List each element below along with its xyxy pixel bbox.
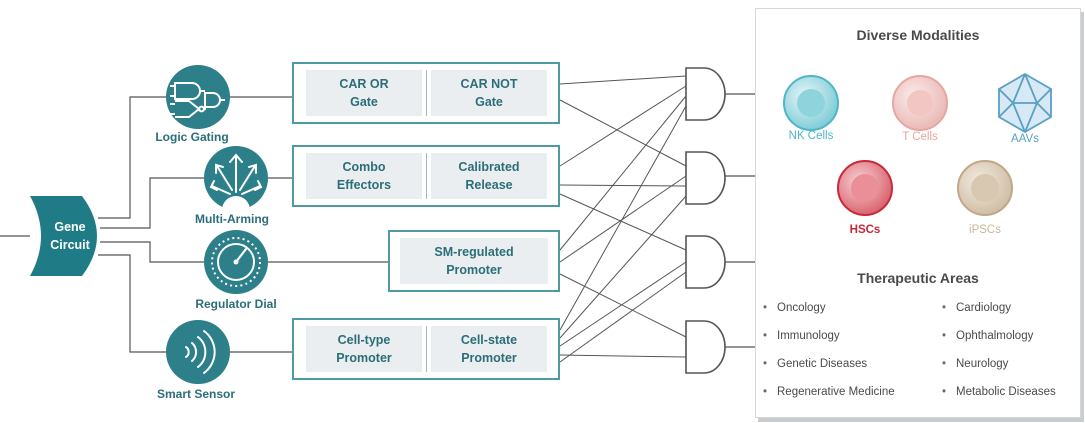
box-divider [426,70,427,116]
area-label: Oncology [777,302,826,314]
modalities-heading: Diverse Modalities [856,27,980,43]
cell-state-promoter: Cell-state Promoter [431,326,547,372]
area-item: •Genetic Diseases [763,358,868,370]
area-label: Immunology [777,330,840,342]
gene-circuit-label-line1: Gene [54,220,86,234]
t-cells-label: T Cells [902,131,938,143]
gene-circuit-label-line2: Circuit [50,237,90,252]
area-label: Neurology [956,358,1009,370]
box-divider [426,153,427,199]
ipscs-label: iPSCs [969,224,1001,236]
hsc-icon [837,160,893,216]
aavs-label: AAVs [1011,133,1039,145]
and-gate-icon [685,320,726,374]
area-item: •Metabolic Diseases [942,386,1056,398]
and-gate-icon [685,67,726,121]
multi-arming-label: Multi-Arming [195,212,269,226]
t-cell-icon [892,75,948,131]
combo-effectors: Combo Effectors [306,153,422,199]
gene-circuit-shape [30,196,97,276]
area-label: Genetic Diseases [777,358,868,370]
area-item: •Immunology [763,330,840,342]
area-label: Regenerative Medicine [777,386,895,398]
area-label: Ophthalmology [956,330,1034,342]
car-or-gate: CAR OR Gate [306,70,422,116]
smart-sensor-label: Smart Sensor [156,387,236,401]
hscs-label: HSCs [849,224,881,236]
area-item: •Regenerative Medicine [763,386,895,398]
and-gate-icon [685,151,726,205]
aav-icon [998,72,1052,134]
box-divider [426,326,427,372]
area-item: •Cardiology [942,302,1011,314]
modalities-graphic [783,72,1052,216]
area-item: •Neurology [942,358,1009,370]
logic-gates-icon [166,65,230,129]
nk-cells-label: NK Cells [788,130,834,142]
area-label: Cardiology [956,302,1011,314]
regulator-dial-label: Regulator Dial [195,297,277,311]
area-label: Metabolic Diseases [956,386,1056,398]
regulator-dial-icon [204,230,268,294]
and-gate-icon [685,235,726,289]
therapeutic-areas-heading: Therapeutic Areas [857,270,979,286]
calibrated-release: Calibrated Release [431,153,547,199]
multi-arrow-icon [204,146,268,210]
cell-type-promoter: Cell-type Promoter [306,326,422,372]
logic-gating-label: Logic Gating [155,130,229,144]
nk-cell-icon [783,75,839,131]
ipsc-icon [957,160,1013,216]
sm-regulated-promoter: SM-regulated Promoter [400,238,548,284]
gene-circuit-label: Gene Circuit [42,219,98,254]
car-not-gate: CAR NOT Gate [431,70,547,116]
sensor-waves-icon [166,320,230,384]
area-item: •Oncology [763,302,826,314]
area-item: •Ophthalmology [942,330,1034,342]
